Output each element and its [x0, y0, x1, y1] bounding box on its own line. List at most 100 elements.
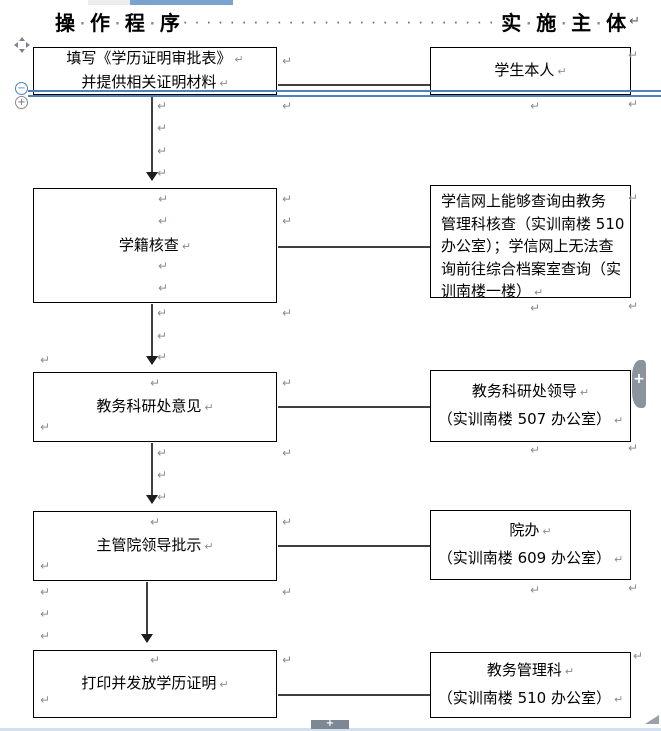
- paragraph-mark: ↵: [157, 166, 168, 180]
- paragraph-mark: ↵: [150, 515, 161, 529]
- box-text: 打印并发放学历证明: [81, 674, 217, 692]
- connector-row-3: [278, 406, 430, 408]
- paragraph-mark: ↵: [157, 329, 168, 343]
- subject-box-5[interactable]: 教务管理科↵ （实训南楼 510 办公室）↵: [430, 652, 631, 718]
- paragraph-mark: ↵: [40, 420, 51, 434]
- paragraph-mark: ↵: [282, 99, 293, 113]
- paragraph-mark: ↵: [628, 97, 639, 111]
- header-left-title: 操·作·程·序: [55, 10, 181, 35]
- paragraph-mark: ↵: [157, 446, 168, 460]
- box-text: 学籍核查: [118, 235, 179, 254]
- vertical-scrollbar-thumb[interactable]: +: [632, 360, 646, 408]
- flow-box-step-5[interactable]: 打印并发放学历证明↵: [33, 650, 277, 718]
- paragraph-mark: ↵: [157, 350, 168, 364]
- box-text: 办公室）；学信网上无法查: [441, 237, 614, 255]
- paragraph-mark: ↵: [282, 54, 293, 68]
- paragraph-mark: ↵: [158, 259, 169, 273]
- paragraph-mark: ↵: [40, 585, 51, 599]
- arrow-step4-step5: [141, 582, 153, 643]
- horizontal-scrollbar-thumb[interactable]: +: [311, 718, 349, 729]
- paragraph-mark: ↵: [40, 629, 51, 643]
- paragraph-mark: ↵: [158, 214, 169, 228]
- header: 操·作·程·序 ··························· 实·施·…: [55, 7, 640, 35]
- minus-icon: −: [17, 82, 26, 94]
- arrow-step2-step3: [146, 304, 158, 365]
- anchor-rule-top: [28, 90, 661, 92]
- paragraph-mark: ↵: [158, 281, 169, 295]
- paragraph-mark: ↵: [282, 446, 293, 460]
- paragraph-mark: ↵: [157, 468, 168, 482]
- arrowhead-icon: [141, 634, 153, 643]
- flow-box-step-3[interactable]: 教务科研处意见↵: [33, 372, 277, 442]
- subject-box-3[interactable]: 教务科研处领导↵ （实训南楼 507 办公室）↵: [430, 370, 631, 442]
- flow-box-step-2[interactable]: 学籍核查↵: [33, 188, 277, 303]
- subject-box-1[interactable]: 学生本人↵: [430, 47, 631, 95]
- top-strip-blue[interactable]: [130, 0, 233, 5]
- box-text: （实训南楼 507 办公室）: [437, 410, 611, 428]
- paragraph-mark: ↵: [157, 144, 168, 158]
- paragraph-mark: ↵: [40, 607, 51, 621]
- paragraph-mark: ↵: [40, 693, 51, 707]
- paragraph-mark: ↵: [219, 678, 229, 691]
- box-text: 主管院领导批示: [96, 536, 202, 554]
- expand-button[interactable]: +: [15, 96, 28, 109]
- horizontal-scrollbar-track[interactable]: [0, 728, 661, 731]
- collapse-button[interactable]: −: [15, 82, 28, 95]
- resize-corner-icon[interactable]: [645, 715, 659, 724]
- paragraph-mark: ↵: [542, 525, 552, 538]
- paragraph-mark: ↵: [181, 239, 192, 253]
- paragraph-mark: ↵: [158, 192, 169, 206]
- paragraph-mark: ↵: [282, 515, 293, 529]
- box-text: 院办: [509, 521, 540, 539]
- paragraph-mark: ↵: [157, 99, 168, 113]
- paragraph-mark: ↵: [613, 553, 624, 566]
- object-move-handle-icon[interactable]: [14, 37, 30, 53]
- box-text: 管理科核查（实训南楼 510: [441, 214, 625, 233]
- box-text: 教务管理科: [486, 661, 562, 679]
- box-text: （实训南楼 510 办公室）: [437, 689, 611, 707]
- paragraph-mark: ↵: [633, 649, 644, 663]
- subject-box-2[interactable]: 学信网上能够查询由教务 管理科核查（实训南楼 510 办公室）；学信网上无法查 …: [430, 185, 631, 300]
- paragraph-mark: ↵: [530, 583, 541, 597]
- paragraph-mark: ↵: [628, 48, 639, 62]
- subject-box-4[interactable]: 院办↵ （实训南楼 609 办公室）↵: [430, 510, 631, 580]
- connector-row-5: [278, 694, 430, 696]
- paragraph-mark: ↵: [613, 414, 624, 427]
- box-text: 学信网上能够查询由教务: [441, 192, 607, 210]
- box-text: 询前往综合档案室查询（实: [441, 259, 622, 278]
- paragraph-mark: ↵: [150, 653, 161, 667]
- paragraph-mark: ↵: [628, 299, 639, 313]
- paragraph-mark: ↵: [282, 585, 293, 599]
- paragraph-mark: ↵: [150, 376, 161, 390]
- paragraph-mark: ↵: [157, 121, 168, 135]
- box-text: （实训南楼 609 办公室）: [437, 549, 611, 567]
- paragraph-mark: ↵: [530, 99, 541, 113]
- arrowhead-icon: [146, 356, 158, 365]
- anchor-rule-bottom: [28, 95, 661, 97]
- box-text: 教务科研处领导: [471, 382, 577, 400]
- arrowhead-icon: [146, 172, 158, 181]
- paragraph-mark: ↵: [204, 540, 214, 553]
- arrow-step3-step4: [146, 443, 158, 504]
- paragraph-mark: ↵: [629, 13, 640, 29]
- paragraph-mark: ↵: [40, 353, 51, 367]
- paragraph-mark: ↵: [564, 665, 575, 678]
- box-text: 学生本人: [494, 61, 555, 79]
- box-text: 训南楼一楼）: [441, 282, 532, 300]
- arrow-step1-step2: [146, 97, 158, 181]
- plus-icon: +: [17, 96, 26, 108]
- paragraph-mark: ↵: [204, 401, 214, 414]
- top-strip-gray: [88, 0, 130, 5]
- connector-row-4: [278, 545, 430, 547]
- flow-box-step-4[interactable]: 主管院领导批示↵: [33, 511, 277, 581]
- flow-box-step-1[interactable]: 填写《学历证明审批表》↵ 并提供相关证明材料↵: [33, 47, 277, 95]
- paragraph-mark: ↵: [282, 306, 293, 320]
- paragraph-mark: ↵: [628, 191, 639, 205]
- paragraph-mark: ↵: [40, 559, 51, 573]
- plus-icon: +: [633, 371, 645, 387]
- paragraph-mark: ↵: [628, 441, 639, 455]
- header-right-title: 实·施·主·体: [501, 10, 628, 35]
- paragraph-mark: ↵: [234, 53, 244, 66]
- plus-icon: +: [325, 718, 335, 729]
